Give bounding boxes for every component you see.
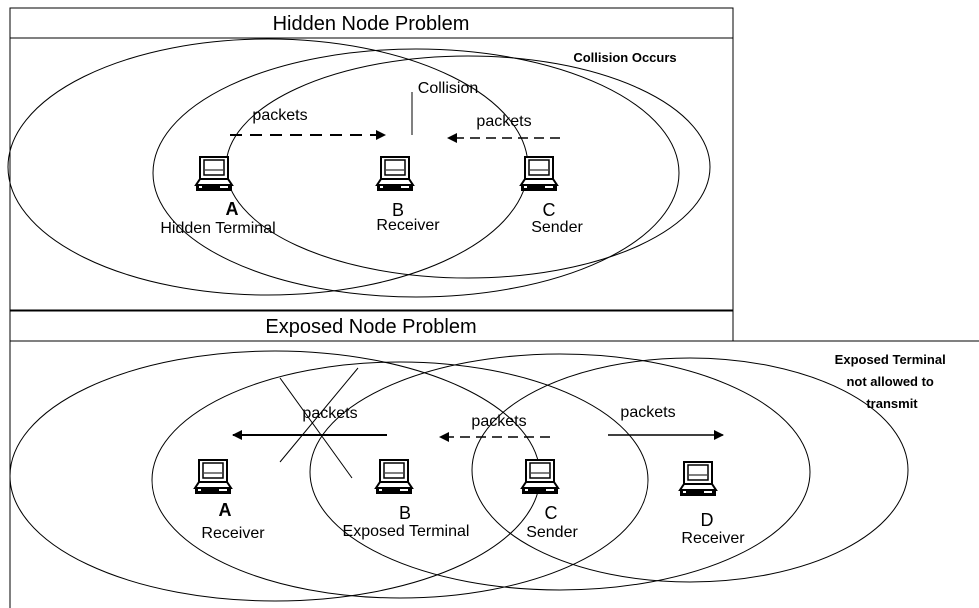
laptop-icon	[520, 156, 558, 192]
node-c-label: Sender	[526, 524, 578, 541]
laptop-icon	[195, 156, 233, 192]
node-c-label: Sender	[531, 219, 583, 236]
packets-label-left: packets	[252, 107, 307, 124]
node-a-letter: A	[226, 199, 239, 219]
node-a-label: Hidden Terminal	[160, 220, 275, 237]
range-ellipse-b	[152, 48, 680, 298]
exposed-title: Exposed Node Problem	[265, 316, 476, 338]
laptop-icon	[679, 461, 717, 497]
laptop-icon	[521, 459, 559, 495]
blocked-cross-line	[279, 377, 353, 479]
node-a-label: Receiver	[201, 525, 265, 542]
node-b-letter: B	[399, 503, 411, 523]
laptop-icon	[194, 459, 232, 495]
packets-label-2: packets	[471, 413, 526, 430]
laptop-icon	[376, 156, 414, 192]
packets-label-3: packets	[620, 404, 675, 421]
range-ellipse-b	[151, 361, 649, 599]
hidden-title: Hidden Node Problem	[273, 13, 470, 35]
exposed-note: Exposed Terminal not allowed to transmit	[835, 352, 950, 411]
range-ellipse-a	[7, 38, 529, 296]
collision-occurs-note: Collision Occurs	[573, 50, 676, 65]
node-a-letter: A	[219, 500, 232, 520]
range-ellipse-c	[309, 353, 811, 591]
node-b-letter: B	[392, 200, 404, 220]
node-b-label: Receiver	[376, 217, 440, 234]
range-ellipse-d	[471, 357, 909, 583]
hidden-panel-box	[9, 37, 734, 311]
packets-label-1: packets	[302, 405, 357, 422]
node-c-letter: C	[545, 503, 558, 523]
hidden-title-box	[9, 7, 734, 39]
range-ellipse-a	[9, 350, 541, 602]
laptop-icon	[375, 459, 413, 495]
packets-label-right: packets	[476, 113, 531, 130]
node-d-letter: D	[701, 510, 714, 530]
node-d-label: Receiver	[681, 530, 745, 547]
exposed-title-box	[9, 310, 734, 342]
node-b-label: Exposed Terminal	[343, 523, 470, 540]
hidden-node-panel: Hidden Node Problem Collision Occurs Col…	[7, 7, 734, 311]
exposed-node-panel: Exposed Node Problem Exposed Terminal no…	[9, 310, 979, 608]
collision-label: Collision	[418, 80, 478, 97]
node-c-letter: C	[543, 200, 556, 220]
blocked-cross-line	[279, 367, 359, 463]
